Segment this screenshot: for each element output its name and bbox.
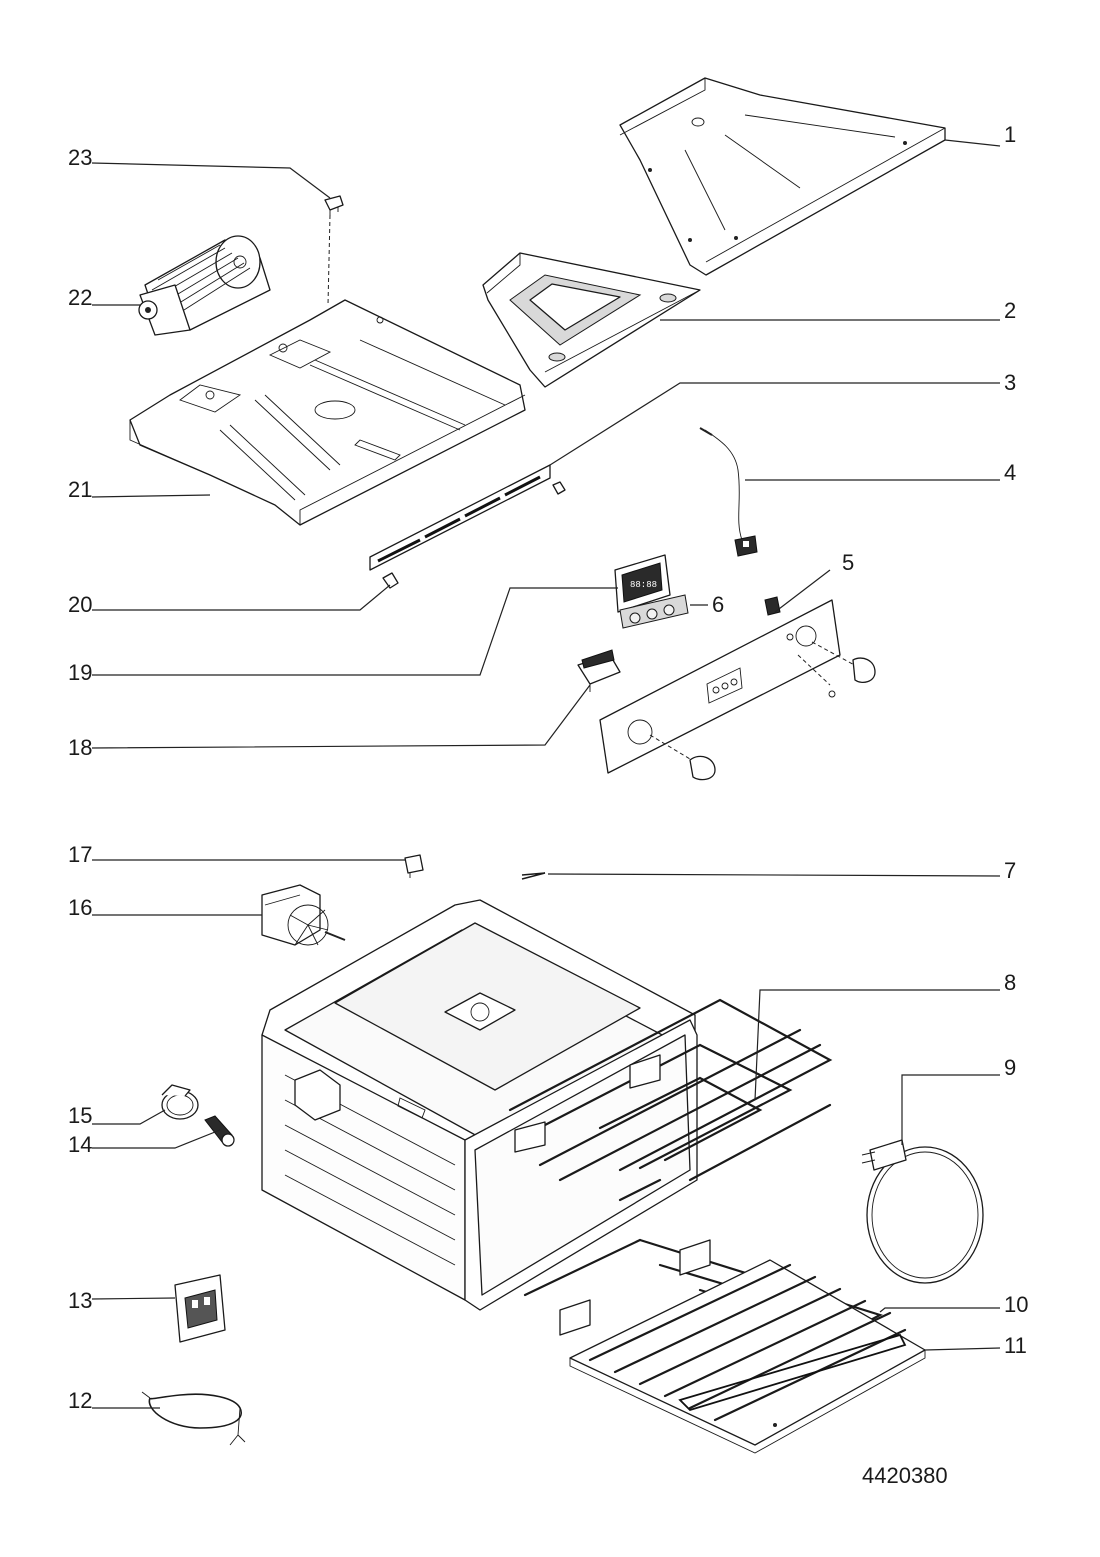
part-12-cable [141,1391,246,1446]
callout-6: 6 [712,592,724,617]
document-number: 4420380 [862,1463,948,1488]
callout-21: 21 [68,477,92,502]
part-3-vent-strip [369,464,566,571]
callout-1: 1 [1004,122,1016,147]
part-22-tangential-fan [138,235,271,336]
callout-2: 2 [1004,298,1016,323]
callout-23: 23 [68,145,92,170]
part-18-selector-switch [577,649,621,692]
callout-9: 9 [1004,1055,1016,1080]
callout-labels: 1 2 3 4 5 6 7 8 9 10 11 12 13 14 15 16 1… [68,122,1028,1413]
callout-8: 8 [1004,970,1016,995]
callout-12: 12 [68,1388,92,1413]
callout-20: 20 [68,592,92,617]
callout-17: 17 [68,842,92,867]
leader-lines [91,139,1001,1409]
part-15-lamp-holder [161,1084,199,1120]
part-21-base-plate [129,299,526,526]
callout-5: 5 [842,550,854,575]
callout-15: 15 [68,1103,92,1128]
callout-10: 10 [1004,1292,1028,1317]
part-2-top-frame [482,252,701,388]
part-11-bottom-plate [569,1259,926,1454]
part-1-top-cover [619,77,946,276]
part-6-buttons [619,594,689,629]
callout-3: 3 [1004,370,1016,395]
part-9-circular-element [861,1139,984,1284]
callout-11: 11 [1004,1333,1027,1358]
callout-14: 14 [68,1132,92,1157]
timer-display-readout: 88:88 [630,580,657,590]
part-23-clip [324,195,344,306]
part-20-clip [382,572,399,589]
callout-22: 22 [68,285,92,310]
callout-16: 16 [68,895,92,920]
callout-4: 4 [1004,460,1016,485]
callout-7: 7 [1004,858,1016,883]
part-control-panel [599,596,876,781]
part-16-fan-motor [261,884,346,946]
part-19-timer-module: 88:88 [614,554,671,613]
part-17-connector [404,854,424,878]
part-13-terminal-block [174,1274,226,1343]
callout-18: 18 [68,735,92,760]
part-7-clip [521,872,546,880]
callout-19: 19 [68,660,92,685]
part-14-lamp-bulb [204,1115,235,1147]
oven-cavity [261,899,698,1311]
callout-13: 13 [68,1288,92,1313]
part-4-sensor [699,427,758,557]
